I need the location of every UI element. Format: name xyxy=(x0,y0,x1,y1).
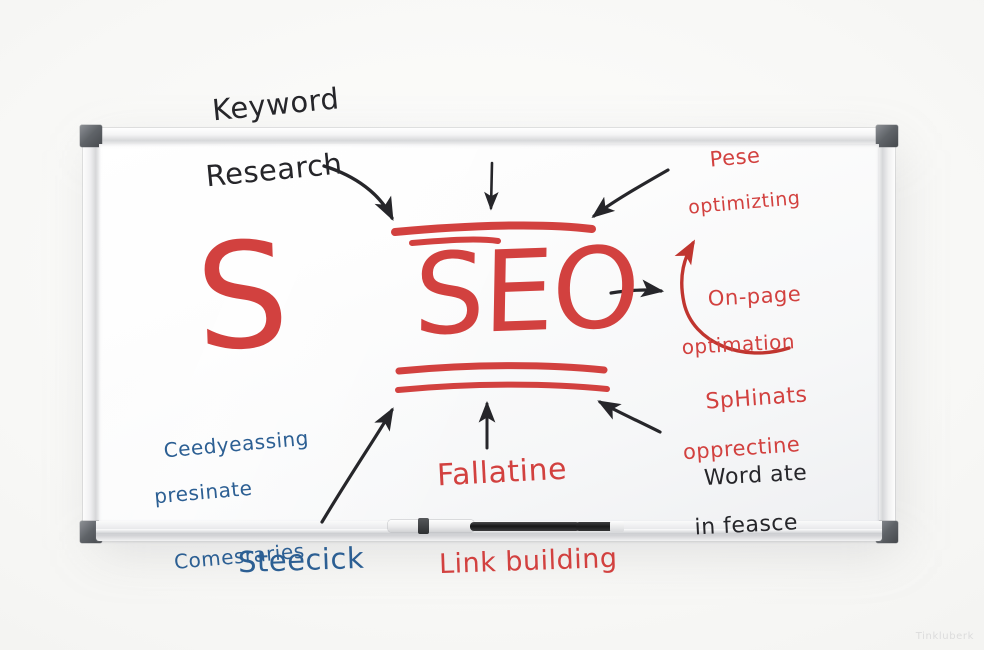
label-ceedyeassing: Ceedyeassing presinate Comesraries xyxy=(134,405,324,621)
frame-corner-top-left xyxy=(80,125,102,147)
marker-cap[interactable] xyxy=(610,521,624,532)
black-marker[interactable] xyxy=(470,522,580,531)
eraser-grip xyxy=(418,518,429,534)
word-ate-line2: in feasce xyxy=(694,510,799,541)
black-marker-short[interactable] xyxy=(576,522,614,531)
label-word-ate-in-feasce: Word ate in feasce xyxy=(672,437,813,592)
keyword-research-line1: Keyword xyxy=(210,81,341,128)
frame-corner-top-right xyxy=(876,125,898,147)
word-ate-line1: Word ate xyxy=(703,460,808,491)
label-fallatine: Fallatine xyxy=(436,451,568,494)
frame-top-bar xyxy=(83,128,895,144)
marker-tray xyxy=(96,521,882,541)
ceedyeassing-line2: presinate xyxy=(153,476,254,509)
frame-right-bar xyxy=(879,128,895,540)
center-word-seo: SEO xyxy=(412,223,640,361)
whiteboard-eraser[interactable] xyxy=(388,520,474,532)
stray-letter-s: S xyxy=(193,210,293,384)
image-watermark: Tinkluberk xyxy=(915,631,974,642)
pese-line2: optimizting xyxy=(687,186,802,219)
label-steecick: Steecick xyxy=(237,540,365,580)
pese-line1: Pese xyxy=(708,142,762,172)
ceedyeassing-line1: Ceedyeassing xyxy=(162,426,310,463)
keyword-research-line2: Research xyxy=(204,146,344,194)
frame-left-bar xyxy=(83,128,99,540)
label-pese-optimizting: Pese optimizting xyxy=(678,117,805,265)
on-page-line1: On-page xyxy=(707,281,802,311)
on-page-line2: optimation xyxy=(681,328,796,359)
tray-lip xyxy=(96,529,882,534)
label-link-building: Link building xyxy=(438,542,618,581)
sphinats-line1: SpHinats xyxy=(704,382,809,415)
